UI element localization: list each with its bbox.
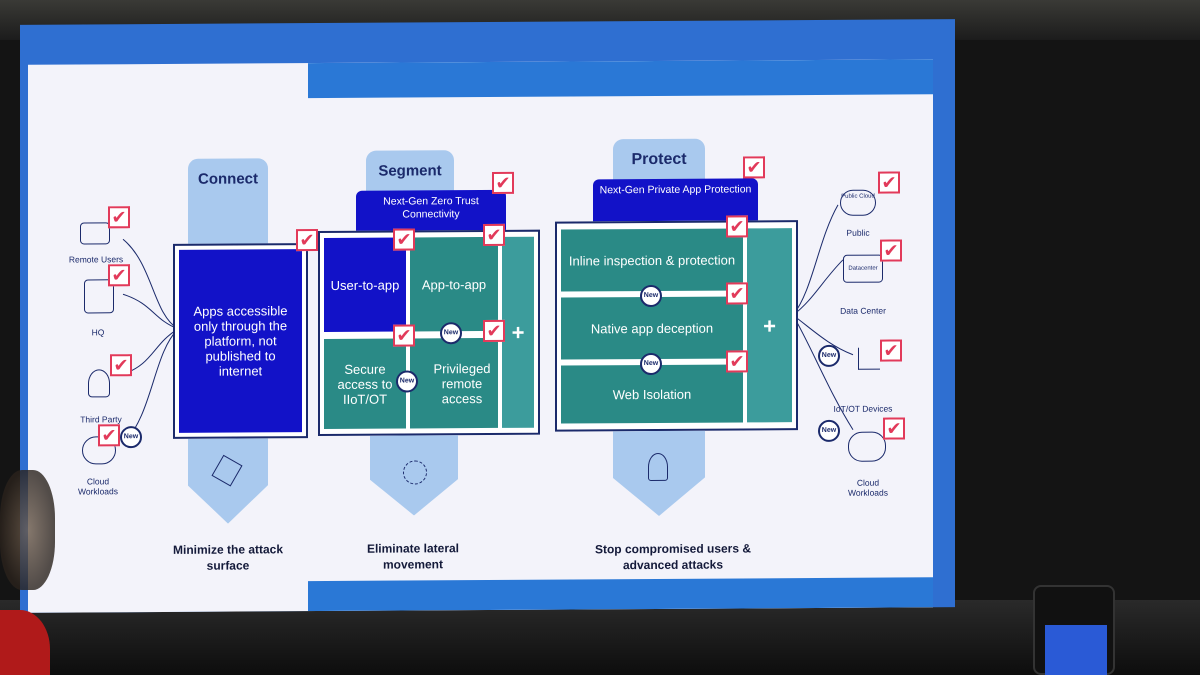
- check-user-to-app: ✔: [393, 228, 415, 251]
- check-protect: ✔: [743, 156, 765, 179]
- check-secure-access: ✔: [393, 324, 415, 347]
- check-privileged: ✔: [483, 319, 505, 343]
- check-datacenter: ✔: [880, 239, 902, 262]
- label-remote-users: Remote Users: [68, 254, 124, 265]
- new-badge-cloud-right: New: [818, 419, 840, 442]
- new-badge-iot: New: [818, 344, 840, 367]
- label-third-party: Third Party: [80, 414, 122, 425]
- connector-lines: [122, 204, 854, 445]
- new-badge-segment-2: New: [396, 370, 418, 393]
- protect-row-inline: Inline inspection & protection: [561, 228, 743, 292]
- check-remote-users: ✔: [108, 206, 130, 229]
- stage-floor: [0, 600, 1200, 675]
- check-cloud-workloads-left: ✔: [98, 424, 120, 447]
- new-badge-protect-1: New: [640, 284, 662, 308]
- new-badge-segment-1: New: [440, 322, 462, 345]
- protect-caption: Stop compromised users & advanced attack…: [594, 541, 752, 573]
- check-cloud-workloads-right: ✔: [883, 417, 905, 440]
- check-public: ✔: [878, 171, 900, 194]
- public-cloud-icon: Public Cloud: [840, 189, 876, 216]
- check-third-party: ✔: [110, 354, 132, 377]
- projection-screen: ✔ Remote Users ✔ HQ ✔ Third Party ✔ New …: [20, 19, 955, 613]
- check-connect: ✔: [296, 229, 318, 252]
- datacenter-icon: Datacenter: [843, 254, 883, 283]
- connect-box-text: Apps accessible only through the platfor…: [179, 249, 302, 433]
- antenna-icon: [858, 347, 880, 370]
- hacker-icon: [648, 452, 668, 482]
- label-hq: HQ: [91, 327, 105, 338]
- laptop-icon: [80, 222, 110, 245]
- person-icon: [88, 369, 110, 398]
- connect-box: Apps accessible only through the platfor…: [173, 243, 308, 439]
- new-badge-protect-2: New: [640, 352, 662, 376]
- audience-hair: [0, 470, 55, 590]
- check-inline: ✔: [726, 215, 748, 238]
- label-iot: IoT/OT Devices: [833, 403, 893, 414]
- check-segment-tag: ✔: [492, 171, 514, 194]
- protect-plus-column: +: [747, 228, 792, 423]
- check-iot: ✔: [880, 339, 902, 362]
- check-app-to-app: ✔: [483, 223, 505, 247]
- check-deception: ✔: [726, 282, 748, 305]
- check-isolation: ✔: [726, 350, 748, 373]
- label-cloud-workloads-right: Cloud Workloads: [848, 477, 888, 498]
- cloud-workloads-icon: [848, 431, 886, 462]
- segment-cell-privileged: Privileged remote access: [410, 337, 498, 429]
- connect-header: Connect: [188, 158, 268, 249]
- segment-cell-user-to-app: User-to-app: [324, 237, 406, 332]
- new-badge-cloud-left: New: [120, 426, 142, 449]
- segment-plus: +: [511, 319, 525, 345]
- connect-caption: Minimize the attack surface: [172, 542, 284, 573]
- segment-caption: Eliminate lateral movement: [366, 541, 460, 572]
- segment-cell-app-to-app: App-to-app: [410, 236, 498, 332]
- label-public: Public: [846, 227, 870, 238]
- label-cloud-workloads-left: Cloud Workloads: [78, 476, 118, 497]
- phone-screen: [1045, 625, 1107, 675]
- label-datacenter: Data Center: [840, 305, 886, 316]
- segment-cell-iiot: Secure access to IIoT/OT: [324, 338, 406, 429]
- segment-plus-column: +: [502, 236, 534, 428]
- lateral-movement-icon: [403, 460, 427, 485]
- check-hq: ✔: [108, 264, 130, 287]
- protect-plus: +: [763, 312, 776, 338]
- slide: ✔ Remote Users ✔ HQ ✔ Third Party ✔ New …: [28, 59, 933, 613]
